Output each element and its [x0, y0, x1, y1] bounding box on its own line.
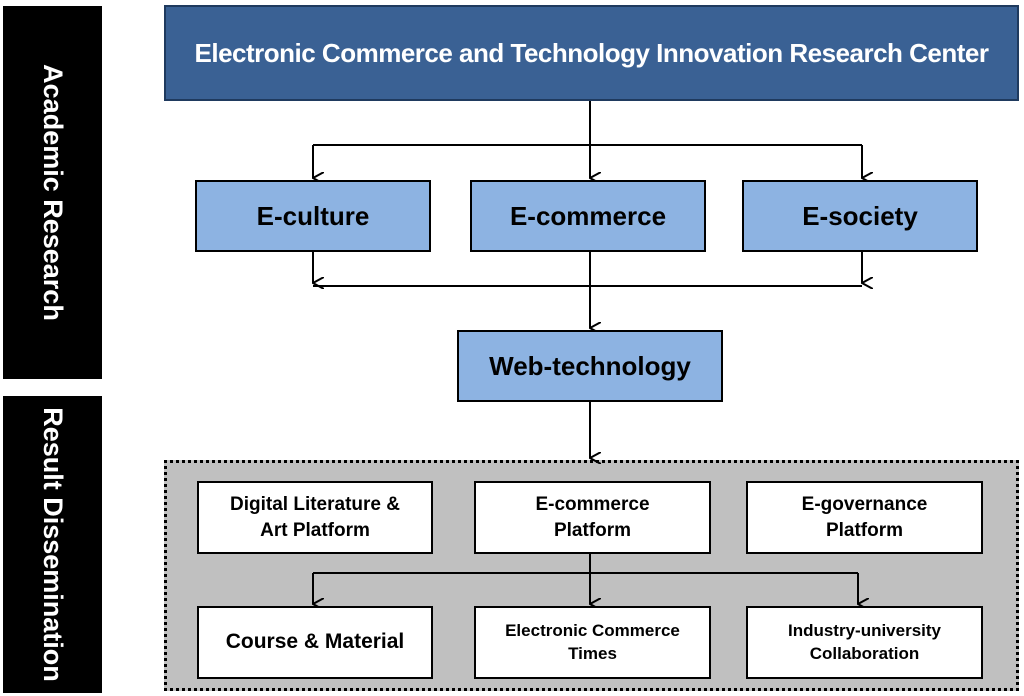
e-commerce-platform-box: E-commerce Platform [474, 481, 711, 554]
electronic-commerce-times-label: Electronic Commerce Times [505, 620, 680, 663]
e-society-box: E-society [742, 180, 978, 252]
research-center-title-box: Electronic Commerce and Technology Innov… [164, 5, 1019, 101]
web-technology-box: Web-technology [457, 330, 723, 402]
digital-literature-platform-label: Digital Literature & Art Platform [230, 493, 400, 541]
digital-literature-platform-box: Digital Literature & Art Platform [197, 481, 433, 554]
industry-university-collaboration-label: Industry-university Collaboration [787, 620, 942, 663]
e-commerce-platform-label: E-commerce Platform [535, 493, 650, 541]
e-commerce-box: E-commerce [470, 180, 706, 252]
academic-research-label: Academic Research [3, 6, 102, 379]
electronic-commerce-times-box: Electronic Commerce Times [474, 606, 711, 679]
e-governance-platform-box: E-governance Platform [746, 481, 983, 554]
e-commerce-label: E-commerce [509, 200, 667, 231]
e-governance-platform-label: E-governance Platform [801, 493, 928, 541]
research-center-title: Electronic Commerce and Technology Innov… [194, 37, 990, 68]
e-culture-label: E-culture [256, 200, 370, 231]
web-technology-label: Web-technology [489, 350, 691, 381]
e-society-label: E-society [802, 200, 918, 231]
e-culture-box: E-culture [195, 180, 431, 252]
course-material-label: Course & Material [225, 630, 405, 654]
result-dissemination-label: Result Dissemination [3, 396, 102, 693]
course-material-box: Course & Material [197, 606, 433, 679]
industry-university-collaboration-box: Industry-university Collaboration [746, 606, 983, 679]
